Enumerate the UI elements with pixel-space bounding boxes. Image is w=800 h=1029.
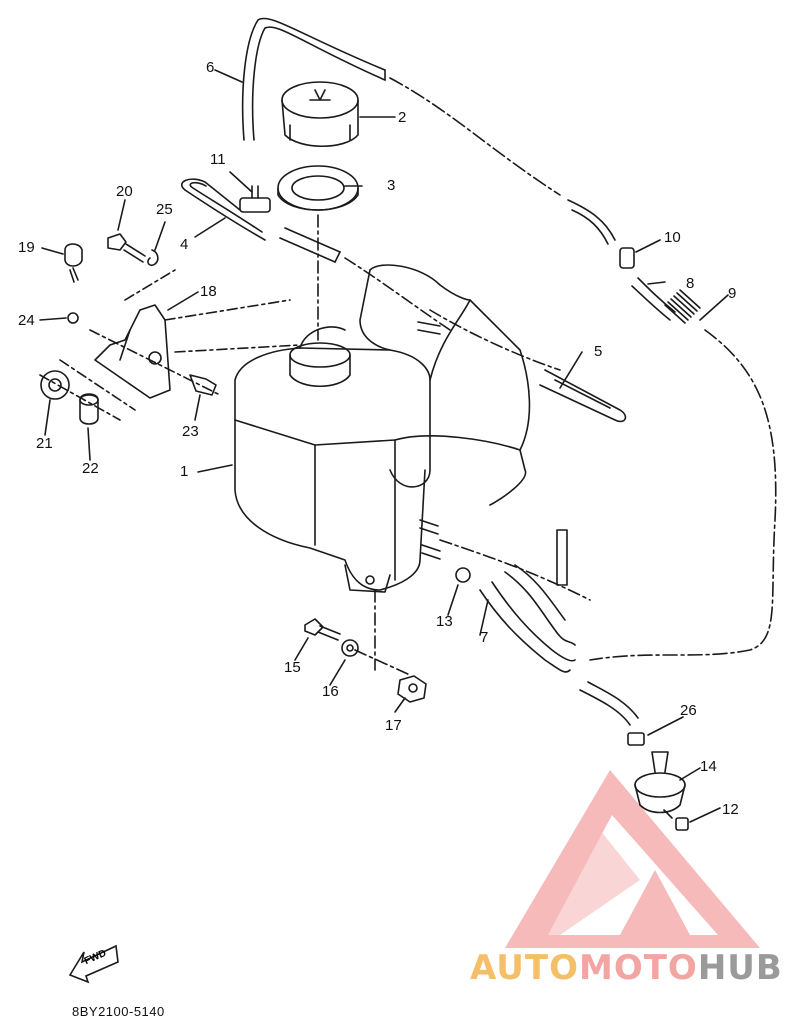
callout-9: 9	[728, 285, 737, 302]
callout-15: 15	[284, 659, 301, 676]
callout-14: 14	[700, 758, 717, 775]
callout-18: 18	[200, 283, 217, 300]
callout-23: 23	[182, 423, 199, 440]
callout-26: 26	[680, 702, 697, 719]
callout-10: 10	[664, 229, 681, 246]
callout-5: 5	[594, 343, 603, 360]
callout-25: 25	[156, 201, 173, 218]
watermark-part2: MOTO	[578, 948, 698, 988]
valve-14	[634, 772, 686, 798]
cap-seal	[277, 165, 359, 211]
hose-6	[241, 17, 386, 141]
watermark-logo-icon	[505, 770, 760, 948]
callout-17: 17	[385, 717, 402, 734]
hose-7	[479, 589, 571, 673]
callout-1: 1	[180, 463, 189, 480]
callout-19: 19	[18, 239, 35, 256]
callout-4: 4	[180, 236, 189, 253]
callout-22: 22	[82, 460, 99, 477]
callout-8: 8	[686, 275, 695, 292]
fwd-arrow-icon	[68, 944, 119, 984]
hose-5	[539, 369, 627, 423]
callout-16: 16	[322, 683, 339, 700]
callout-13: 13	[436, 613, 453, 630]
diagram-part-code: 8BY2100-5140	[72, 1004, 165, 1019]
callout-21: 21	[36, 435, 53, 452]
callout-24: 24	[18, 312, 35, 329]
watermark-part3: HUB	[697, 948, 783, 988]
callout-2: 2	[398, 109, 407, 126]
bracket-18	[94, 304, 171, 399]
coolant-tank	[234, 347, 431, 591]
callout-11: 11	[210, 151, 226, 168]
hose-4	[180, 178, 266, 241]
callout-6: 6	[206, 59, 215, 76]
callout-3: 3	[387, 177, 396, 194]
watermark-text: AUTOMOTOHUB	[470, 948, 783, 988]
callout-20: 20	[116, 183, 133, 200]
watermark-part1: AUTO	[470, 948, 579, 988]
callout-7: 7	[480, 629, 489, 646]
callout-12: 12	[722, 801, 739, 818]
